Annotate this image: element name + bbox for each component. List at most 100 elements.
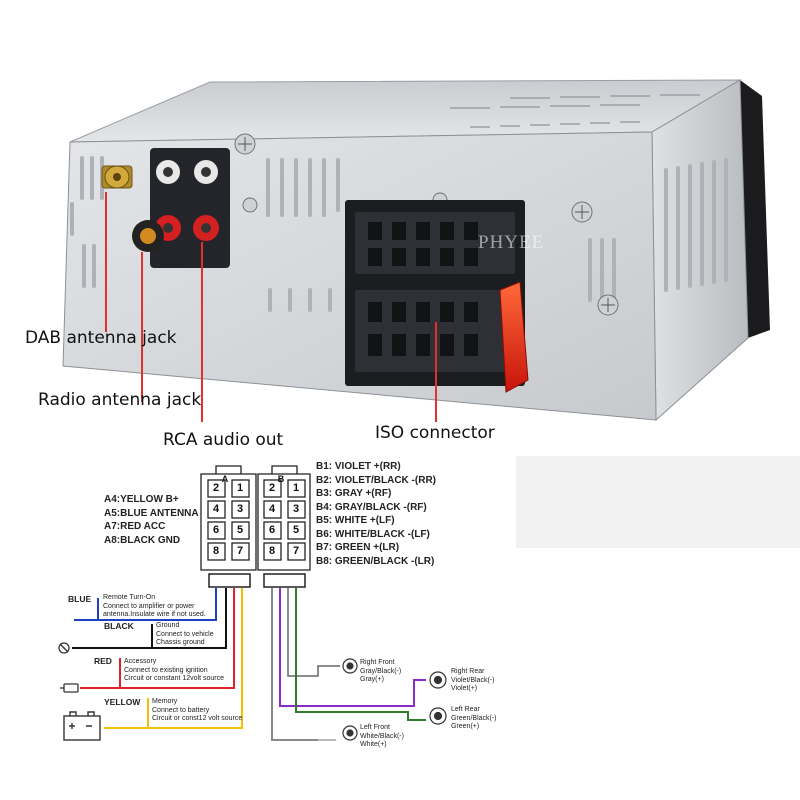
wire-yellow bbox=[104, 588, 243, 729]
b-pin-item: B3: GRAY +(RF) bbox=[316, 488, 392, 499]
dab-antenna-jack bbox=[101, 165, 133, 189]
wire-violet-pair bbox=[279, 588, 426, 707]
speaker-label-line: White/Black(-) bbox=[360, 732, 404, 740]
wire-name-red: RED bbox=[94, 656, 112, 666]
speaker-label-line: Green/Black(-) bbox=[451, 714, 497, 722]
a-pin-list: A4:YELLOW B+ A5:BLUE ANTENNA A7:RED ACC … bbox=[104, 493, 199, 547]
speaker-label-line: Gray/Black(-) bbox=[360, 667, 402, 675]
speaker-label-line: Green(+) bbox=[451, 723, 480, 730]
b-pin-item: B4: GRAY/BLACK -(RF) bbox=[316, 501, 427, 513]
pin-b-6: 6 bbox=[268, 524, 276, 536]
speaker-label-line: Right Front bbox=[360, 659, 395, 666]
b-pin-list: B1: VIOLET +(RR) B2: VIOLET/BLACK -(RR) … bbox=[316, 460, 436, 568]
a-pin-item: A7:RED ACC bbox=[104, 521, 166, 532]
b-pin-item: B5: WHITE +(LF) bbox=[316, 515, 395, 526]
wire-desc-yellow: Memory Connect to battery Circuit or con… bbox=[152, 698, 242, 724]
a-pin-item: A5:BLUE ANTENNA bbox=[104, 507, 199, 519]
wire-desc-line: Connect to amplifier or power bbox=[103, 602, 195, 610]
speaker-label-line: Gray(+) bbox=[360, 676, 384, 683]
wire-desc-line: Connect to vehicle bbox=[156, 630, 214, 638]
speaker-label-line: Right Rear bbox=[451, 668, 485, 675]
wire-desc-line: Circuit or constant 12volt source bbox=[124, 675, 224, 682]
wire-blue bbox=[74, 588, 217, 621]
radio-antenna-jack bbox=[132, 220, 164, 252]
b-pin-item: B1: VIOLET +(RR) bbox=[316, 461, 401, 472]
wire-desc-black: Ground Connect to vehicle Chassis ground bbox=[156, 622, 214, 648]
wire-green-pair bbox=[295, 588, 426, 721]
wire-name-black: BLACK bbox=[104, 621, 134, 631]
pin-b-5: 5 bbox=[292, 524, 300, 536]
pin-a-6: 6 bbox=[212, 524, 220, 536]
pin-b-1: 1 bbox=[292, 482, 300, 494]
speaker-label-left-rear: Left Rear Green/Black(-) Green(+) bbox=[451, 706, 497, 732]
pin-b-4: 4 bbox=[268, 503, 276, 515]
wire-desc-blue: Remote Turn-On Connect to amplifier or p… bbox=[103, 594, 206, 620]
wire-name-yellow: YELLOW bbox=[104, 697, 141, 707]
rca-jacks bbox=[150, 148, 230, 268]
label-radio-antenna-jack: Radio antenna jack bbox=[38, 390, 202, 410]
speaker-icon-right-rear bbox=[429, 671, 447, 689]
callout-pointers bbox=[105, 192, 437, 422]
label-rca-audio-out: RCA audio out bbox=[163, 430, 284, 450]
b-pin-item: B7: GREEN +(LR) bbox=[316, 542, 400, 553]
speaker-icon-right-front bbox=[342, 658, 358, 674]
pin-a-2: 2 bbox=[212, 482, 220, 494]
plug-b-label: B bbox=[277, 474, 285, 484]
speaker-label-line: Left Front bbox=[360, 724, 390, 731]
pin-a-4: 4 bbox=[212, 503, 220, 515]
wire-desc-red: Accessory Connect to existing ignition C… bbox=[124, 658, 224, 684]
iso-connector-red-tab bbox=[499, 281, 529, 393]
pin-b-3: 3 bbox=[292, 503, 300, 515]
wire-desc-line: Ground bbox=[156, 622, 180, 629]
wire-desc-line: antenna.Insulate wire if not used. bbox=[103, 611, 206, 618]
iso-connector bbox=[345, 200, 529, 393]
pin-b-8: 8 bbox=[268, 545, 276, 557]
wire-desc-line: Connect to existing ignition bbox=[124, 666, 208, 674]
b-pin-item: B6: WHITE/BLACK -(LF) bbox=[316, 528, 430, 540]
wire-desc-line: Connect to battery bbox=[152, 706, 210, 714]
pin-b-2: 2 bbox=[268, 482, 276, 494]
wire-desc-line: Chassis ground bbox=[156, 639, 205, 646]
b-pin-item: B8: GREEN/BLACK -(LR) bbox=[316, 555, 435, 567]
wire-desc-line: Circuit or const12 volt source bbox=[152, 715, 243, 722]
pin-b-7: 7 bbox=[292, 545, 300, 557]
ignition-connector-icon bbox=[60, 683, 79, 693]
b-pin-item: B2: VIOLET/BLACK -(RR) bbox=[316, 474, 436, 486]
iso-plug-a bbox=[200, 465, 257, 571]
a-pin-item: A8:BLACK GND bbox=[104, 534, 181, 546]
pin-a-7: 7 bbox=[236, 545, 244, 557]
pin-a-3: 3 bbox=[236, 503, 244, 515]
speaker-icon-left-rear bbox=[429, 707, 447, 725]
plug-a-label: A bbox=[221, 474, 229, 484]
speaker-label-line: Left Rear bbox=[451, 706, 480, 713]
harness-plug-a bbox=[208, 573, 251, 588]
wiring-diagram bbox=[0, 456, 800, 800]
wire-white-pair bbox=[287, 588, 340, 677]
speaker-label-line: White(+) bbox=[360, 741, 387, 748]
wire-red bbox=[80, 588, 235, 689]
harness-plug-b bbox=[263, 573, 306, 588]
brand-watermark: PHYEE bbox=[478, 232, 545, 253]
speaker-icon-left-front bbox=[342, 725, 358, 741]
diagram-panel-lower bbox=[0, 548, 800, 800]
battery-icon bbox=[63, 711, 101, 741]
speaker-label-right-rear: Right Rear Violet/Black(-) Violet(+) bbox=[451, 668, 494, 694]
wire-desc-line: Accessory bbox=[124, 658, 157, 665]
wire-gray-pair bbox=[271, 588, 318, 741]
wire-black bbox=[72, 588, 227, 649]
speaker-label-line: Violet/Black(-) bbox=[451, 676, 495, 684]
wire-desc-line: Remote Turn-On bbox=[103, 594, 156, 601]
label-iso-connector: ISO connector bbox=[375, 423, 495, 443]
photo-shadow-strip bbox=[516, 456, 800, 548]
pin-a-8: 8 bbox=[212, 545, 220, 557]
label-dab-antenna-jack: DAB antenna jack bbox=[25, 328, 177, 348]
speaker-label-right-front: Right Front Gray/Black(-) Gray(+) bbox=[360, 659, 401, 685]
pin-a-1: 1 bbox=[236, 482, 244, 494]
back-panel-vents bbox=[70, 156, 728, 312]
top-vent-slots bbox=[450, 94, 700, 128]
speaker-label-line: Violet(+) bbox=[451, 685, 478, 692]
wire-name-blue: BLUE bbox=[68, 594, 92, 604]
pin-a-5: 5 bbox=[236, 524, 244, 536]
